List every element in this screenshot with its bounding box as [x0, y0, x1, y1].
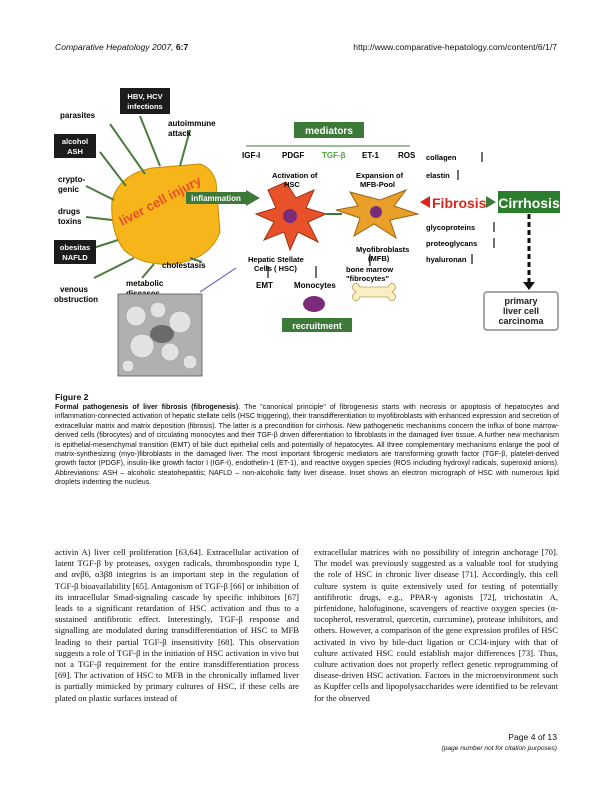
- cause-obesitas-box: [54, 240, 96, 264]
- page-note: (page number not for citation purposes): [441, 745, 557, 752]
- svg-text:HBV, HCV: HBV, HCV: [127, 92, 162, 101]
- svg-text:Myofibroblasts: Myofibroblasts: [356, 245, 409, 254]
- svg-text:carcinoma: carcinoma: [498, 316, 544, 326]
- mediator-et1: ET-1: [362, 151, 379, 160]
- svg-text:Cells ( HSC): Cells ( HSC): [254, 264, 297, 273]
- svg-text:attack: attack: [168, 129, 192, 138]
- recruitment-box: [282, 318, 352, 332]
- svg-text:bone marrow: bone marrow: [346, 265, 393, 274]
- monocyte-cell: [303, 296, 325, 312]
- svg-text:alcohol: alcohol: [62, 137, 88, 146]
- matrix-glycoproteins: glycoproteins: [426, 223, 475, 232]
- svg-text:inflammation: inflammation: [191, 194, 241, 203]
- cause-cholestasis: cholestasis: [162, 261, 206, 270]
- svg-text:Hepatic Stellate: Hepatic Stellate: [248, 255, 304, 264]
- svg-text:venous: venous: [60, 285, 89, 294]
- svg-text:ASH: ASH: [67, 147, 83, 156]
- cirrhosis-box: [498, 191, 560, 213]
- carcinoma-box: [483, 291, 559, 331]
- svg-text:Expansion of: Expansion of: [356, 171, 404, 180]
- svg-text:infections: infections: [127, 102, 162, 111]
- cause-parasites: parasites: [60, 111, 96, 120]
- page-number: Page 4 of 13: [508, 732, 557, 742]
- figure-caption: Formal pathogenesis of liver fibrosis (f…: [55, 403, 559, 487]
- svg-text:autoimmune: autoimmune: [168, 119, 216, 128]
- matrix-proteoglycans: proteoglycans: [426, 239, 477, 248]
- fibrosis-label: Fibrosis: [432, 195, 487, 211]
- svg-text:"fibrocytes": "fibrocytes": [346, 274, 389, 283]
- cause-alcohol-box: [54, 134, 96, 158]
- mediator-tgf: TGF-β: [322, 151, 346, 160]
- article-url[interactable]: http://www.comparative-hepatology.com/co…: [353, 42, 557, 52]
- bone-shape: [352, 283, 396, 301]
- svg-text:HSC: HSC: [284, 180, 300, 189]
- mediator-pdgf: PDGF: [282, 151, 304, 160]
- svg-text:Activation of: Activation of: [272, 171, 318, 180]
- svg-text:liver cell: liver cell: [503, 306, 539, 316]
- svg-text:recruitment: recruitment: [292, 321, 342, 331]
- monocytes-label: Monocytes: [294, 281, 336, 290]
- matrix-hyaluronan: hyaluronan: [426, 255, 467, 264]
- cause-hbv-box: [120, 88, 170, 114]
- matrix-collagen: collagen: [426, 153, 457, 162]
- body-text-right: extracellular matrices with no possibili…: [314, 547, 558, 703]
- svg-text:Cirrhosis: Cirrhosis: [498, 195, 560, 211]
- journal-header: Comparative Hepatology 2007, 6:7: [55, 42, 189, 52]
- emt-label: EMT: [256, 281, 273, 290]
- svg-text:primary: primary: [504, 296, 537, 306]
- svg-text:drugs: drugs: [58, 207, 81, 216]
- svg-text:obesitas: obesitas: [60, 243, 90, 252]
- liver-shape: [111, 163, 221, 265]
- svg-text:MFB-Pool: MFB-Pool: [360, 180, 395, 189]
- svg-text:(MFB): (MFB): [368, 254, 390, 263]
- svg-text:obstruction: obstruction: [54, 295, 98, 304]
- figure-label: Figure 2: [55, 392, 89, 402]
- matrix-elastin: elastin: [426, 171, 450, 180]
- svg-text:mediators: mediators: [305, 126, 353, 137]
- fibrogenesis-figure: liver cell injury parasites HBV, HCV inf…: [54, 88, 560, 377]
- svg-text:toxins: toxins: [58, 217, 82, 226]
- mediator-ros: ROS: [398, 151, 416, 160]
- inflammation-bar: [186, 192, 246, 204]
- svg-text:metabolic: metabolic: [126, 279, 164, 288]
- mediator-igf: IGF-I: [242, 151, 260, 160]
- svg-text:diseases: diseases: [126, 289, 160, 298]
- svg-text:NAFLD: NAFLD: [62, 253, 88, 262]
- mediators-box: [294, 122, 364, 138]
- svg-text:genic: genic: [58, 185, 79, 194]
- svg-text:crypto-: crypto-: [58, 175, 85, 184]
- body-text-left: activin A) liver cell proliferation [63,…: [55, 547, 299, 703]
